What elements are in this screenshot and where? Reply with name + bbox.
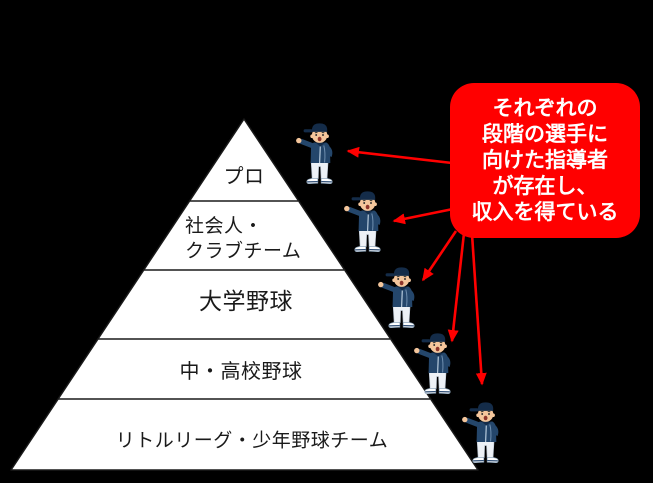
callout-bubble: それぞれの 段階の選手に 向けた指導者 が存在し、 収入を得ている [450, 83, 640, 238]
callout-text-line-1: それぞれの [492, 96, 598, 120]
arrow-to-coach-4 [447, 232, 466, 343]
pyramid-level-jhs-hs: 中・高校野球 [179, 361, 303, 383]
pyramid-level-university: 大学野球 [199, 288, 293, 315]
pyramid-divider-lines [58, 200, 430, 400]
pyramid-level-little-league: リトルリーグ・少年野球チーム [115, 430, 389, 452]
coach-figure-3 [378, 267, 414, 327]
pyramid-level-pro: プロ [223, 166, 265, 188]
callout-arrows [346, 146, 487, 386]
callout-text-line-4: が存在し、 [492, 174, 598, 198]
callout-text-line-5: 収入を得ている [471, 200, 619, 224]
arrow-to-coach-3 [421, 230, 458, 282]
pyramid-level-shakaijin-club: 社会人・ クラブチーム [185, 216, 302, 262]
arrow-to-coach-5 [470, 233, 487, 386]
arrow-to-coach-2 [392, 207, 454, 225]
coach-figure-1 [296, 123, 332, 183]
callout-text-line-2: 段階の選手に [482, 122, 608, 146]
pyramid-shape [10, 118, 479, 471]
arrow-to-coach-1 [346, 146, 453, 165]
coach-figure-2 [344, 191, 380, 251]
callout-text-line-3: 向けた指導者 [482, 148, 608, 172]
